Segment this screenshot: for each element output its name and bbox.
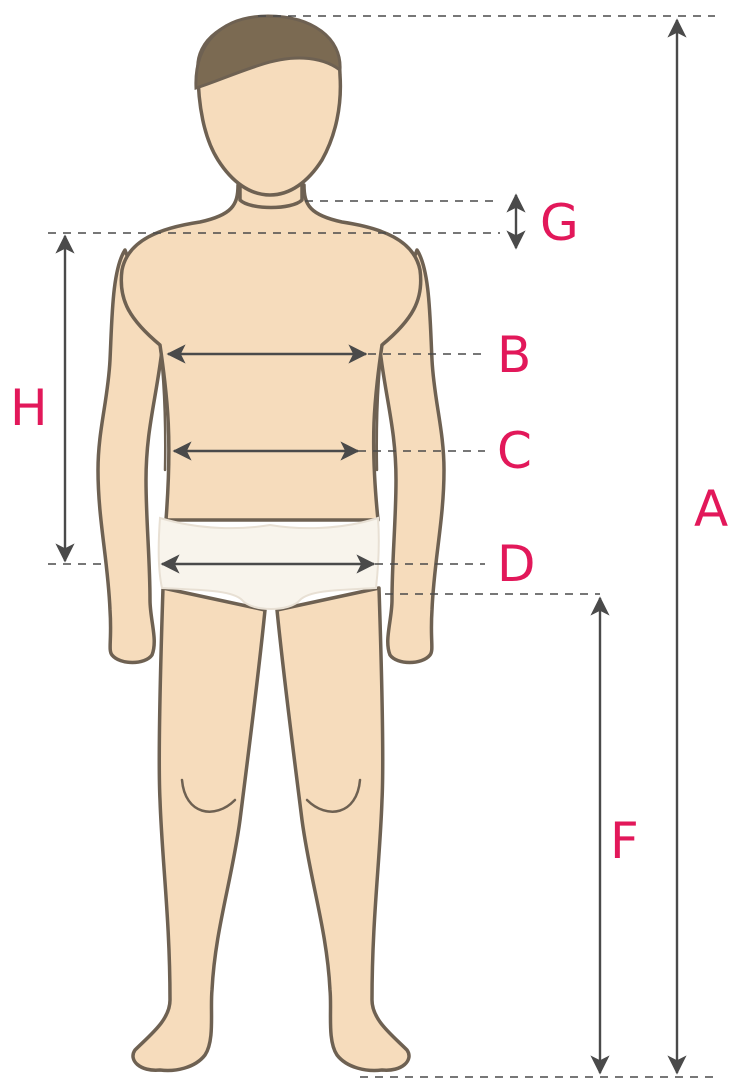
label-c: C <box>497 422 532 480</box>
label-a: A <box>694 480 728 538</box>
right-leg <box>277 588 409 1070</box>
label-g: G <box>540 194 579 252</box>
child-figure <box>98 16 444 1070</box>
label-h: H <box>10 379 48 437</box>
left-leg <box>133 588 265 1070</box>
label-f: F <box>610 812 639 870</box>
label-d: D <box>497 535 536 593</box>
label-b: B <box>497 326 531 384</box>
